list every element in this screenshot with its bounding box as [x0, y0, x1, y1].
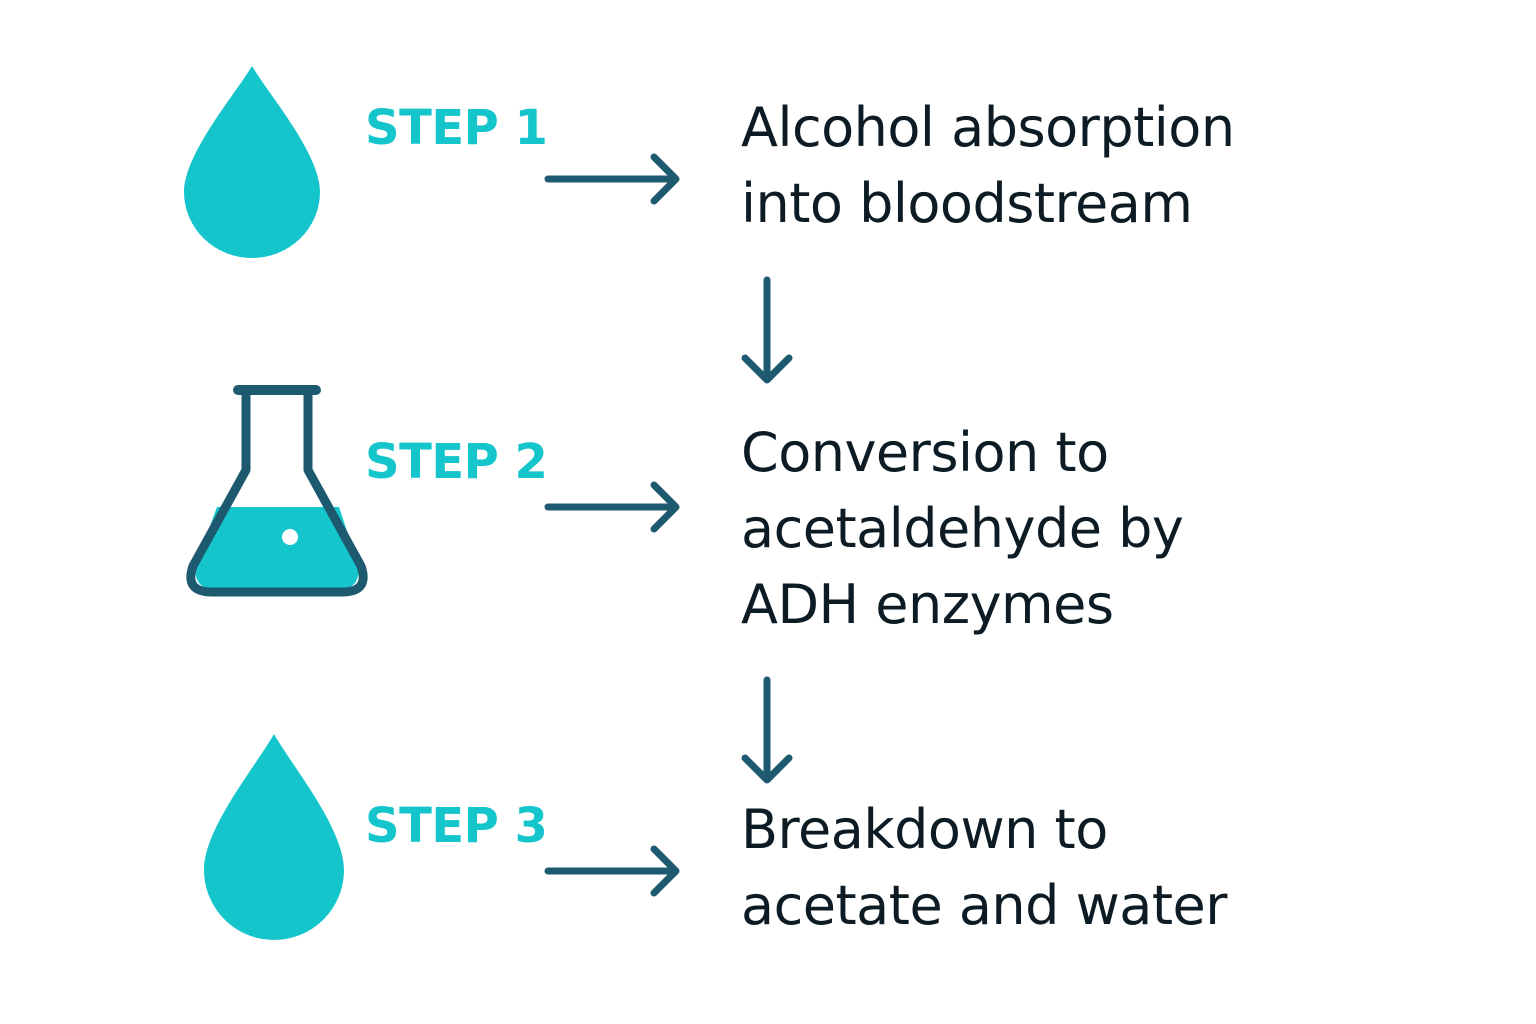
step-1-description: Alcohol absorption into bloodstream	[741, 90, 1235, 242]
down-arrow-icon	[741, 276, 793, 384]
flask-icon	[186, 385, 368, 597]
step-1-label: STEP 1	[365, 100, 548, 156]
step-3-label: STEP 3	[365, 798, 548, 854]
right-arrow-icon	[544, 481, 680, 533]
drop-icon	[204, 734, 344, 940]
step-2-description: Conversion to acetaldehyde by ADH enzyme…	[741, 415, 1184, 643]
step-3-description: Breakdown to acetate and water	[741, 792, 1227, 944]
step-2-line: ADH enzymes	[741, 573, 1114, 636]
right-arrow-icon	[544, 153, 680, 205]
step-3-line: acetate and water	[741, 874, 1227, 937]
step-2-label: STEP 2	[365, 434, 548, 490]
step-3-line: Breakdown to	[741, 798, 1108, 861]
right-arrow-icon	[544, 845, 680, 897]
down-arrow-icon	[741, 676, 793, 784]
step-2-line: Conversion to	[741, 421, 1109, 484]
step-1-line: into bloodstream	[741, 172, 1193, 235]
drop-icon	[184, 66, 320, 258]
step-2-line: acetaldehyde by	[741, 497, 1184, 560]
step-1-line: Alcohol absorption	[741, 96, 1235, 159]
